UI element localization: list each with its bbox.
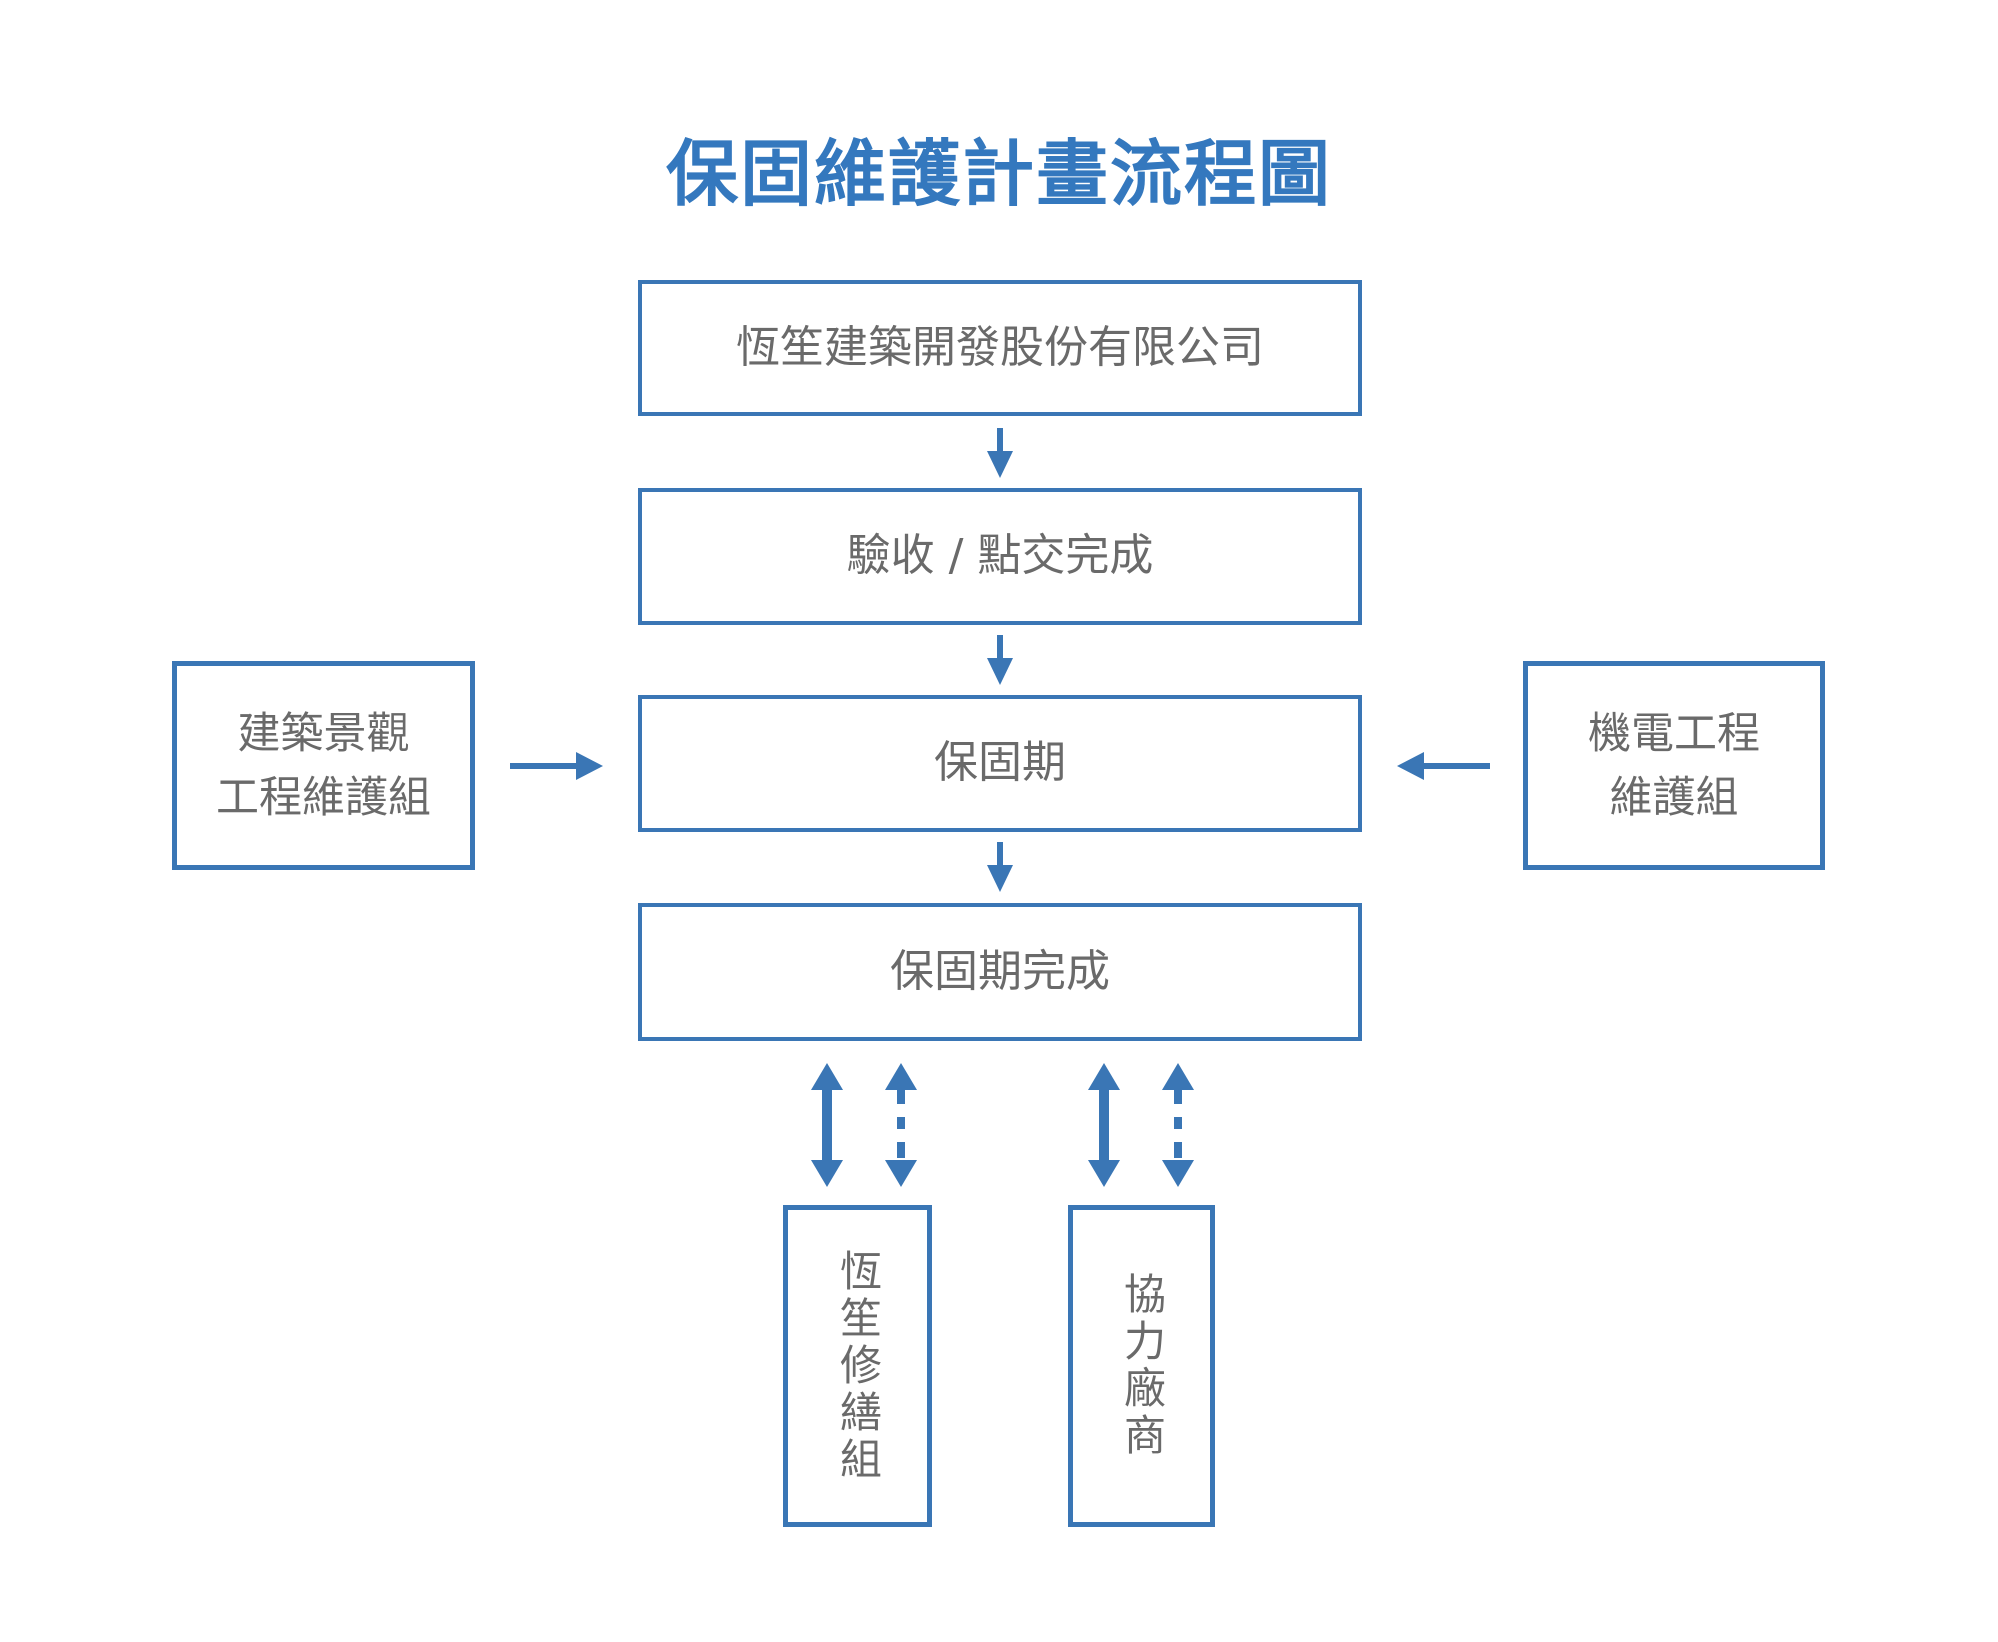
arrow-down-icon — [987, 428, 1013, 478]
arrow-right-icon — [510, 752, 603, 780]
flow-node-mechanical-electrical-team: 機電工程 維護組 — [1523, 661, 1825, 870]
flow-node-partner-vendors: 協力廠商 — [1068, 1205, 1215, 1527]
flow-node-warranty-complete-label: 保固期完成 — [890, 945, 1110, 997]
double-arrow-vertical-solid-icon — [811, 1063, 843, 1187]
flow-node-repair-team: 恆笙修繕組 — [783, 1205, 932, 1527]
double-arrow-vertical-solid-icon — [1088, 1063, 1120, 1187]
arrow-down-icon — [987, 842, 1013, 892]
flow-node-warranty-complete: 保固期完成 — [638, 903, 1362, 1041]
flow-node-company-label: 恆笙建築開發股份有限公司 — [736, 321, 1264, 373]
double-arrow-vertical-dashed-icon — [885, 1063, 917, 1187]
flow-node-acceptance-label: 驗收 / 點交完成 — [846, 530, 1154, 582]
flow-node-partner-vendors-label: 協力廠商 — [1117, 1272, 1167, 1460]
arrow-left-icon — [1397, 752, 1490, 780]
flow-node-repair-team-label: 恆笙修繕組 — [833, 1248, 883, 1484]
flow-node-warranty-period: 保固期 — [638, 695, 1362, 832]
flow-node-warranty-period-label: 保固期 — [934, 737, 1066, 789]
flow-node-acceptance: 驗收 / 點交完成 — [638, 488, 1362, 625]
flow-node-mechanical-electrical-team-line1: 機電工程 — [1588, 708, 1760, 759]
flow-node-company: 恆笙建築開發股份有限公司 — [638, 280, 1362, 416]
flow-node-mechanical-electrical-team-line2: 維護組 — [1609, 772, 1739, 823]
flow-node-architecture-landscape-team: 建築景觀 工程維護組 — [172, 661, 475, 870]
flow-node-architecture-landscape-team-line2: 工程維護組 — [216, 772, 431, 823]
diagram-title: 保固維護計畫流程圖 — [665, 132, 1332, 216]
arrow-down-icon — [987, 635, 1013, 685]
flow-node-architecture-landscape-team-line1: 建築景觀 — [237, 708, 410, 759]
double-arrow-vertical-dashed-icon — [1162, 1063, 1194, 1187]
